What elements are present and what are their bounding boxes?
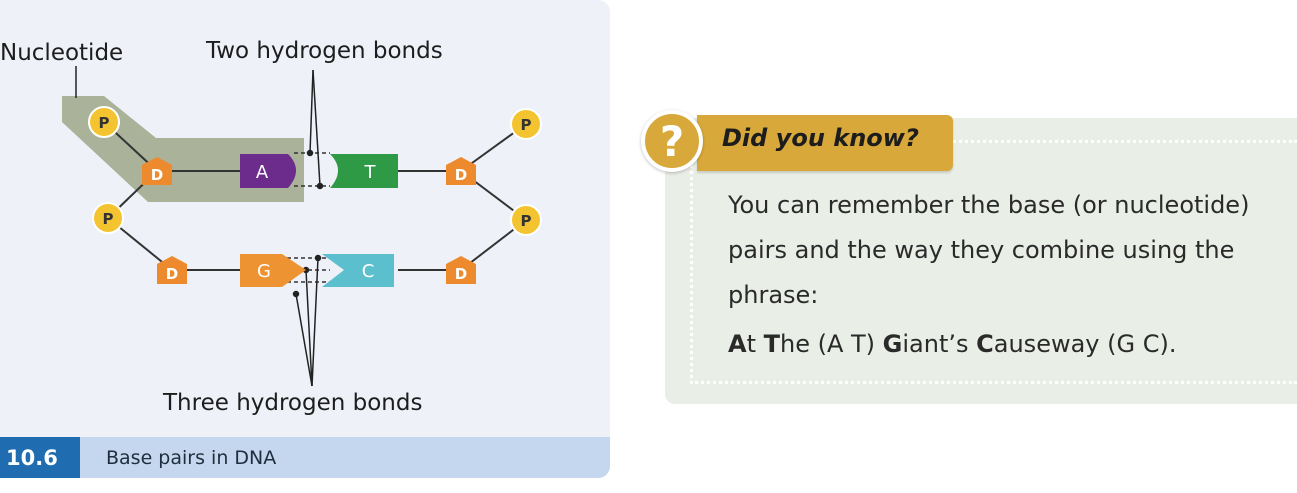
phosphate-mid-left: P bbox=[92, 202, 124, 234]
thymine-base bbox=[330, 154, 398, 188]
phosphate-label: P bbox=[521, 212, 532, 230]
adenine-label: A bbox=[256, 162, 269, 183]
deoxyribose-top-left: D bbox=[142, 157, 172, 185]
mnemonic-t: T bbox=[763, 330, 780, 358]
nucleotide-label: Nucleotide bbox=[0, 40, 123, 66]
did-you-know-body: You can remember the base (or nucleotide… bbox=[728, 191, 1250, 309]
phosphate-top-right: P bbox=[510, 108, 542, 140]
figure-title: Base pairs in DNA bbox=[106, 446, 277, 469]
mnemonic-g: G bbox=[882, 330, 903, 358]
did-you-know-tab bbox=[697, 115, 953, 171]
phosphate-top-left: P bbox=[88, 106, 120, 138]
two-bonds-pointers bbox=[306, 69, 324, 190]
dotted-frame bbox=[690, 140, 1297, 384]
cytosine-base bbox=[322, 254, 394, 287]
deoxyribose-label: D bbox=[151, 166, 163, 184]
phosphate-label: P bbox=[99, 114, 110, 132]
deoxyribose-top-right: D bbox=[446, 157, 476, 185]
deoxyribose-bottom-right: D bbox=[446, 256, 476, 284]
cytosine-label: C bbox=[362, 261, 375, 282]
phosphate-label: P bbox=[521, 116, 532, 134]
adenine-base bbox=[240, 154, 296, 188]
did-you-know-title: Did you know? bbox=[722, 124, 919, 152]
guanine-base bbox=[240, 254, 306, 287]
mnemonic-c-rest: auseway (G C). bbox=[993, 330, 1177, 358]
deoxyribose-label: D bbox=[455, 166, 467, 184]
figure-panel: A T G C D D D D P P bbox=[0, 0, 610, 478]
base-pairs-diagram: A T G C D D D D P P bbox=[0, 38, 542, 416]
deoxyribose-bottom-left: D bbox=[157, 256, 187, 284]
mnemonic-a: A bbox=[728, 330, 747, 358]
three-hydrogen-bonds-label: Three hydrogen bonds bbox=[162, 390, 422, 416]
guanine-label: G bbox=[257, 261, 271, 282]
question-mark-icon: ? bbox=[641, 110, 703, 172]
mnemonic-t-rest: he (A T) bbox=[780, 330, 883, 358]
mnemonic-c: C bbox=[976, 330, 994, 358]
mnemonic-g-rest: iant’s bbox=[902, 330, 977, 358]
phosphate-mid-right: P bbox=[510, 204, 542, 236]
two-hydrogen-bonds-label: Two hydrogen bonds bbox=[205, 38, 443, 64]
mnemonic-phrase: At The (A T) Giant’s Causeway (G C). bbox=[728, 330, 1176, 358]
mnemonic-a-rest: t bbox=[746, 330, 764, 358]
phosphate-label: P bbox=[103, 210, 114, 228]
figure-number: 10.6 bbox=[0, 437, 80, 478]
deoxyribose-label: D bbox=[455, 265, 467, 283]
deoxyribose-label: D bbox=[166, 265, 178, 283]
thymine-label: T bbox=[364, 162, 377, 183]
figure-caption: 10.6 Base pairs in DNA bbox=[0, 437, 610, 478]
